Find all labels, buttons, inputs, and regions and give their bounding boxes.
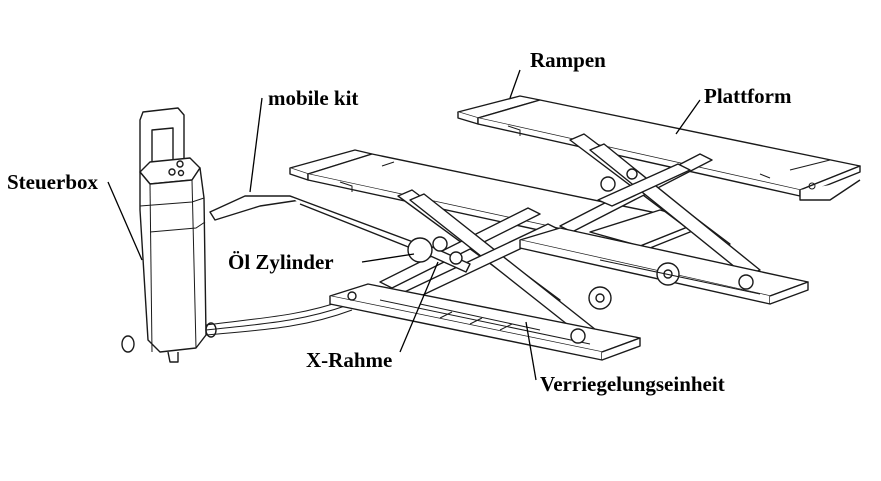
label-x-rahme: X-Rahme [306, 348, 393, 372]
left-base-frame [329, 283, 641, 361]
right-base-frame [519, 227, 809, 305]
control-box [121, 107, 217, 363]
label-verriegelungseinheit: Verriegelungseinheit [540, 372, 725, 396]
label-plattform: Plattform [704, 84, 792, 108]
label-oel-zylinder: Öl Zylinder [228, 250, 334, 274]
leader-lines [107, 69, 701, 381]
label-mobile-kit: mobile kit [268, 86, 359, 110]
label-steuerbox: Steuerbox [7, 170, 98, 194]
mobile-kit [209, 195, 441, 259]
hoses [205, 299, 353, 336]
right-scissor [559, 133, 761, 277]
label-rampen: Rampen [530, 48, 606, 72]
